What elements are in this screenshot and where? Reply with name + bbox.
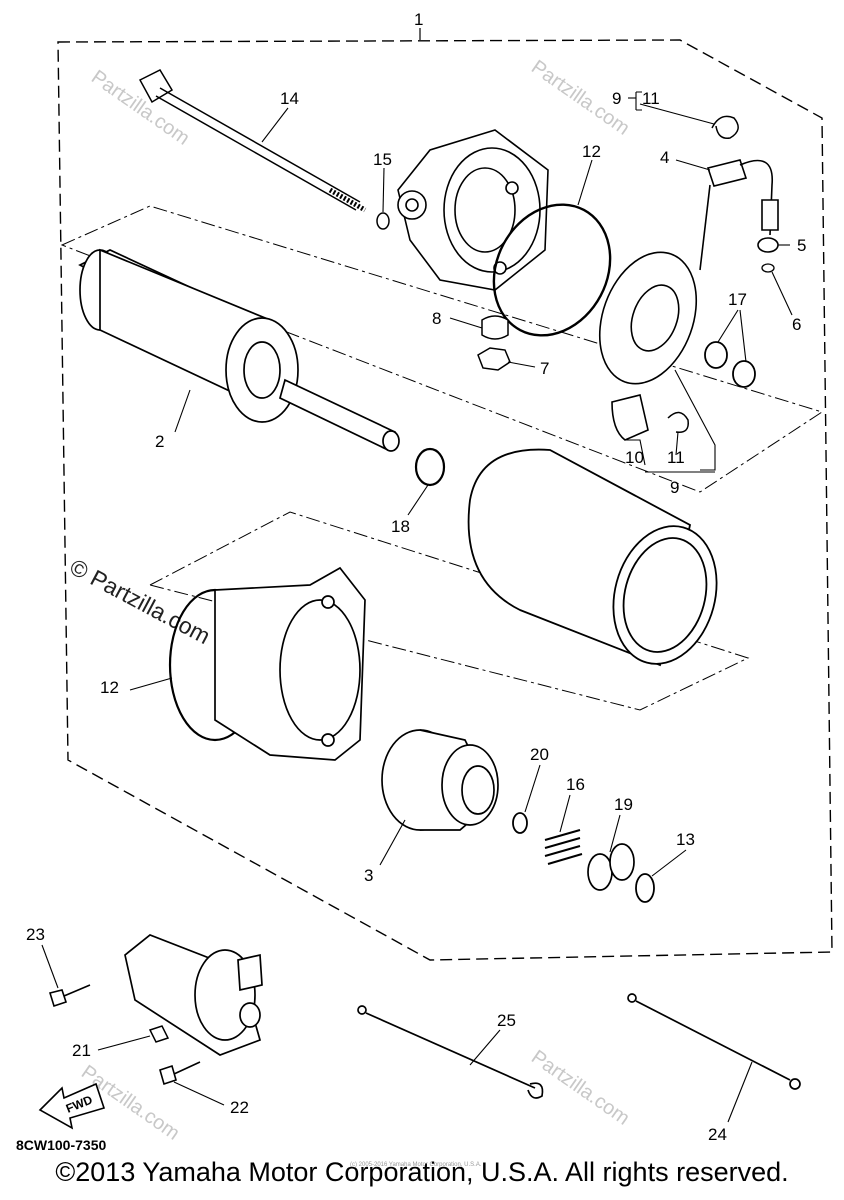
callout-17: 17: [728, 290, 747, 309]
lead-25: [357, 1005, 544, 1099]
watermark: Partzilla.com: [527, 1046, 633, 1130]
diagram-code: 8CW100-7350: [16, 1137, 106, 1153]
callout-7: 7: [540, 359, 549, 378]
circlip-20: [512, 812, 528, 834]
copyright-footer: ©2013 Yamaha Motor Corporation, U.S.A. A…: [55, 1157, 789, 1187]
callout-21: 21: [72, 1041, 91, 1060]
brush-plate: [598, 251, 698, 385]
fwd-arrow: FWD: [38, 1082, 106, 1130]
washer-8: [481, 315, 509, 340]
circlip-13: [635, 873, 655, 903]
rear-cover: [397, 129, 549, 291]
callout-11: 11: [642, 89, 660, 108]
o-ring: [376, 212, 390, 230]
callout-5: 5: [797, 236, 806, 255]
callout-13: 13: [676, 830, 695, 849]
brush-spring: [711, 115, 739, 139]
callout-16: 16: [566, 775, 585, 794]
callout-23: 23: [26, 925, 45, 944]
bolt-23: [48, 984, 91, 1008]
callout-22: 22: [230, 1098, 249, 1117]
callout-4: 4: [660, 148, 669, 167]
callout-12b: 12: [100, 678, 119, 697]
callout-12: 12: [582, 142, 601, 161]
callouts: 1 14 15 12 9 11 4 5 6 17 8 7 2 10 11 9 1…: [26, 10, 806, 1144]
callout-9b: 9: [670, 478, 679, 497]
leader-lines: [41, 91, 793, 1123]
brush-holder: [611, 394, 649, 441]
brush-spring-11: [667, 411, 689, 433]
o-ring-small: [761, 263, 775, 273]
callout-3: 3: [364, 866, 373, 885]
callout-2: 2: [155, 432, 164, 451]
nut-21: [148, 1025, 170, 1043]
callout-1: 1: [414, 10, 423, 29]
plane-front: [148, 511, 750, 711]
callout-15: 15: [373, 150, 392, 169]
washer-17a: [704, 341, 728, 369]
tiny-notice: (c) 2005-2016 Yamaha Motor Corporation, …: [350, 1162, 482, 1168]
washer-18: [414, 447, 446, 487]
callout-9: 9: [612, 89, 621, 108]
nut-7: [477, 347, 511, 371]
assembly-boundary: [57, 39, 833, 961]
callout-25: 25: [497, 1011, 516, 1030]
armature: [78, 248, 400, 452]
lead-wire: [699, 159, 779, 271]
callout-20: 20: [530, 745, 549, 764]
starter-motor-assembly: [124, 934, 263, 1056]
spring-16: [544, 829, 583, 865]
gasket-rear: [492, 203, 612, 337]
front-cover: [214, 566, 366, 761]
callout-19: 19: [614, 795, 633, 814]
yoke: [467, 448, 718, 667]
collar-19: [587, 843, 635, 891]
callout-8: 8: [432, 309, 441, 328]
lead-24: [627, 993, 801, 1090]
callout-6: 6: [792, 315, 801, 334]
callout-10: 10: [625, 448, 644, 467]
callout-11b: 11: [667, 448, 685, 467]
callout-18: 18: [391, 517, 410, 536]
bolt-22: [159, 1061, 201, 1086]
washer-17b: [732, 360, 756, 388]
callout-24: 24: [708, 1125, 727, 1144]
long-bolt: [138, 69, 367, 213]
pinion-clutch: [381, 729, 499, 831]
callout-14: 14: [280, 89, 299, 108]
washer: [757, 237, 779, 253]
